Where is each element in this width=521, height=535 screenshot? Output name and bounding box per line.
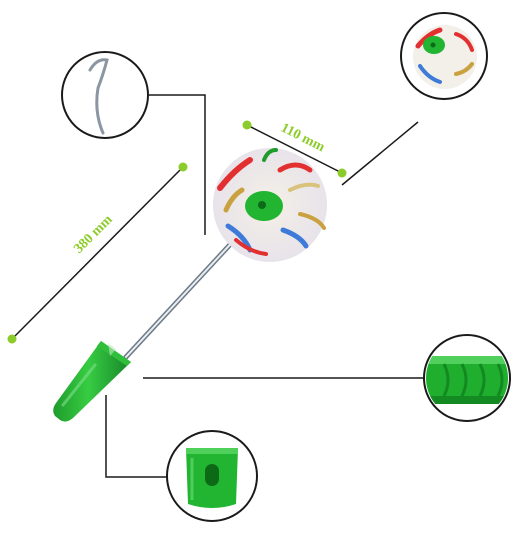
roller-detail	[400, 12, 488, 100]
dimension-length-dot-start	[7, 334, 17, 344]
green-handle	[53, 341, 131, 422]
grip-icon	[426, 356, 508, 404]
leader-roller	[341, 121, 419, 186]
dimension-diameter-label: 110 mm	[278, 121, 327, 156]
leader-lines	[105, 94, 426, 478]
dimension-diameter-dot-start	[242, 120, 252, 130]
handle-end-detail	[166, 430, 258, 522]
roller-icon	[413, 25, 477, 89]
dimension-diameter-dot-end	[337, 168, 347, 178]
dimension-length-dot-end	[178, 162, 188, 172]
wire-hook-detail	[61, 51, 149, 139]
leader-wire-hook	[149, 94, 206, 235]
bent-wire-icon	[88, 58, 109, 135]
grip-detail	[423, 334, 511, 422]
leader-handle-end	[105, 395, 169, 478]
handle-end-icon	[186, 448, 238, 508]
dimension-length-label: 380 mm	[71, 212, 116, 257]
roller-head	[213, 148, 327, 262]
